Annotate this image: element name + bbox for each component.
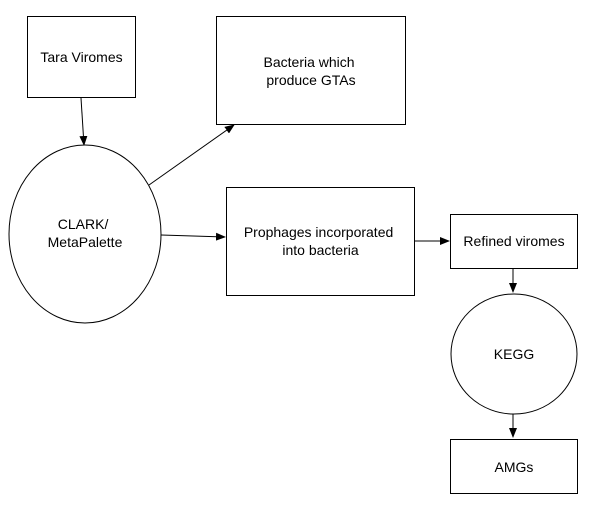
node-prophages-box xyxy=(226,187,415,296)
node-prophages-label: Prophages incorporated into bacteria xyxy=(244,224,397,258)
node-prophages: Prophages incorporated into bacteria xyxy=(226,187,415,296)
node-amgs-label: AMGs xyxy=(495,459,534,475)
node-clark-metapalette-label: CLARK/ MetaPalette xyxy=(48,216,123,250)
node-bacteria-gtas-box xyxy=(216,16,406,125)
edge-clark-to-prophages xyxy=(160,232,226,241)
edge-tara-to-clark xyxy=(79,97,88,146)
node-clark-metapalette: CLARK/ MetaPalette xyxy=(8,144,162,324)
node-refined-viromes: Refined viromes xyxy=(450,214,578,269)
node-tara-viromes-label: Tara Viromes xyxy=(40,49,122,65)
node-tara-viromes-box xyxy=(27,16,136,98)
node-kegg-circle xyxy=(450,293,578,415)
node-kegg-label: KEGG xyxy=(494,346,534,362)
node-kegg: KEGG xyxy=(450,293,578,415)
node-bacteria-gtas: Bacteria which produce GTAs xyxy=(216,16,406,125)
node-bacteria-gtas-label: Bacteria which produce GTAs xyxy=(264,54,359,88)
node-refined-viromes-label: Refined viromes xyxy=(463,233,564,249)
node-amgs-box xyxy=(450,439,578,494)
edges xyxy=(79,97,517,438)
node-amgs: AMGs xyxy=(450,439,578,494)
node-refined-viromes-box xyxy=(450,214,578,269)
node-tara-viromes: Tara Viromes xyxy=(27,16,136,98)
edge-clark-to-gtas xyxy=(148,124,235,186)
node-clark-metapalette-circle xyxy=(8,144,162,324)
